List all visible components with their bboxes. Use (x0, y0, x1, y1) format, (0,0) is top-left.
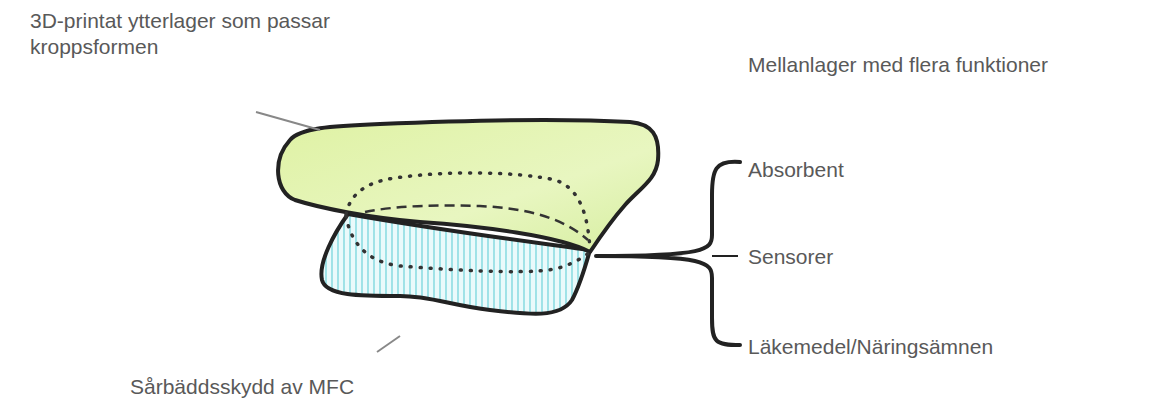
leader-line (256, 112, 320, 130)
leader-line (377, 336, 400, 352)
middle-layer-dotted-lower (346, 216, 590, 272)
brace-tick (712, 255, 738, 257)
outer-layer (278, 120, 658, 252)
callout-label: Absorbent (748, 157, 1148, 183)
callout-label: 3D-printat ytterlager som passar kroppsf… (30, 8, 330, 60)
callout-label: Läkemedel/Näringsämnen (748, 334, 1158, 360)
callout-label: Sensorer (748, 244, 1148, 270)
brace (596, 162, 740, 345)
middle-layer-dashed (365, 206, 588, 240)
callout-label: Sårbäddsskydd av MFC (130, 374, 530, 400)
middle-layer-dotted (346, 173, 590, 250)
callout-label: Mellanlager med flera funktioner (748, 52, 1168, 78)
